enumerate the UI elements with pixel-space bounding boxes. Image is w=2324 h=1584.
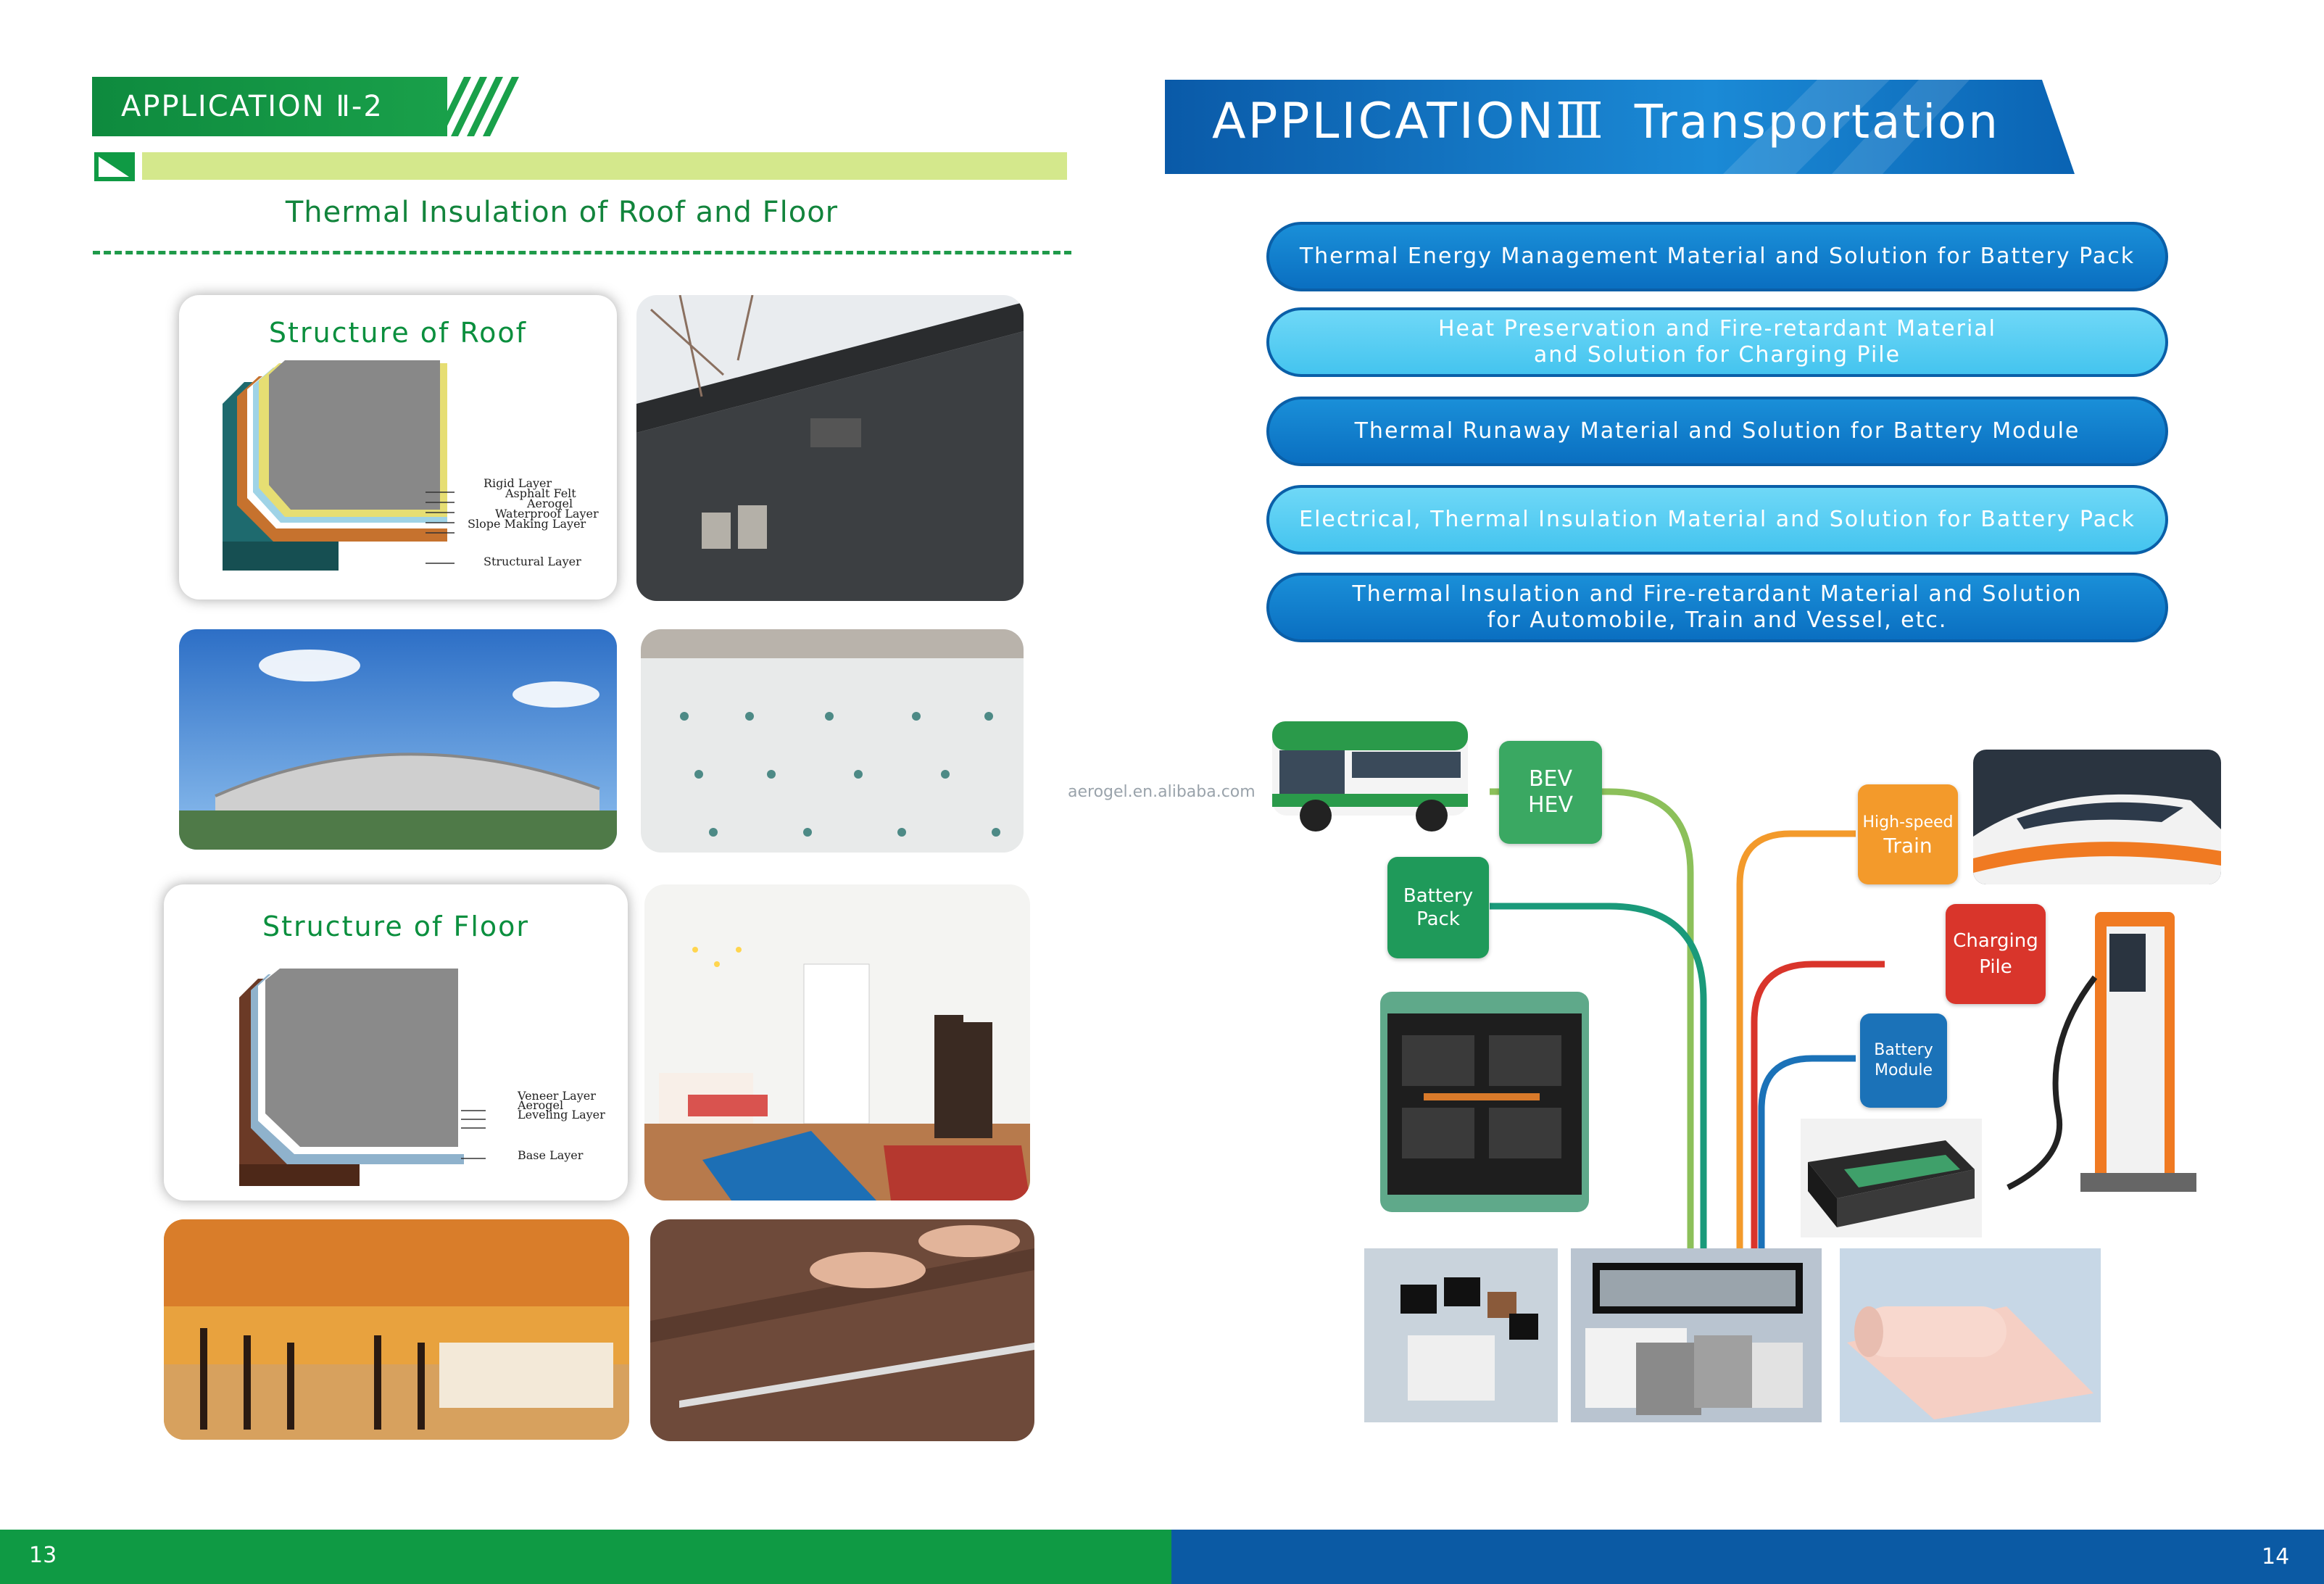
node-line: Module bbox=[1875, 1061, 1933, 1079]
footer-right bbox=[1171, 1530, 2324, 1584]
aerogel-roll-image bbox=[1840, 1248, 2101, 1422]
roof-structure-title: Structure of Roof bbox=[268, 317, 528, 349]
tag-stripes-decoration bbox=[435, 77, 519, 136]
roof-structure-card: Structure of Roof Rigid Layer Asphalt Fe… bbox=[179, 295, 617, 600]
floor-layers-diagram bbox=[239, 969, 464, 1186]
charging-pile-illustration bbox=[2006, 912, 2196, 1192]
node-line: BEV bbox=[1528, 766, 1573, 792]
battery-pack-image bbox=[1380, 992, 1589, 1212]
solution-line: Heat Preservation and Fire-retardant Mat… bbox=[1438, 316, 1996, 341]
roof-insulation-image bbox=[641, 629, 1024, 853]
solution-pill: Heat Preservation and Fire-retardant Mat… bbox=[1266, 307, 2168, 377]
node-line: High-speed bbox=[1862, 813, 1954, 832]
watermark: aerogel.en.alibaba.com bbox=[1068, 783, 1256, 801]
wood-floor-photo bbox=[650, 1219, 1034, 1441]
banner-numeral: Ⅲ bbox=[1556, 93, 1606, 150]
header-bar bbox=[142, 152, 1067, 180]
floor-layer-label: Base Layer bbox=[518, 1148, 584, 1162]
aerogel-roll-photo bbox=[1840, 1248, 2101, 1422]
node-line: Pack bbox=[1416, 908, 1460, 930]
section-tag: APPLICATION Ⅱ-2 bbox=[92, 77, 447, 136]
train-image bbox=[1973, 750, 2221, 884]
roof-layer-label: Rigid Layer bbox=[484, 476, 552, 490]
node-battery-pack: Battery Pack bbox=[1387, 857, 1489, 958]
solution-pill: Electrical, Thermal Insulation Material … bbox=[1266, 485, 2168, 555]
node-charging-pile: Charging Pile bbox=[1946, 904, 2046, 1004]
roof-leader-lines bbox=[426, 492, 455, 564]
solution-line: and Solution for Charging Pile bbox=[1533, 342, 1901, 368]
solution-line: Thermal Energy Management Material and S… bbox=[1299, 244, 2136, 269]
section-tag-label: APPLICATION Ⅱ-2 bbox=[121, 90, 383, 123]
node-battery-module: Battery Module bbox=[1860, 1013, 1947, 1108]
living-room-image bbox=[644, 884, 1030, 1201]
aerogel-felt-photo bbox=[1364, 1248, 1558, 1422]
node-line: Battery bbox=[1874, 1041, 1933, 1059]
node-high-speed-train: High-speed Train bbox=[1858, 784, 1958, 884]
stadium-image bbox=[179, 629, 617, 850]
floor-structure-card: Structure of Floor Veneer Layer Aerogel … bbox=[164, 884, 628, 1201]
node-line: Train bbox=[1883, 834, 1933, 858]
footer-left bbox=[0, 1530, 1171, 1584]
solution-pill: Thermal Insulation and Fire-retardant Ma… bbox=[1266, 573, 2168, 642]
corner-arrow-decoration bbox=[94, 152, 135, 181]
banner-title: APPLICATIONⅢ Transportation bbox=[1212, 93, 2000, 150]
stadium-photo bbox=[179, 629, 617, 850]
floor-structure-title: Structure of Floor bbox=[262, 911, 530, 942]
page-title: Thermal Insulation of Roof and Floor bbox=[285, 196, 839, 229]
node-line: HEV bbox=[1527, 792, 1574, 818]
aerogel-sheet-photo bbox=[1571, 1248, 1822, 1422]
roof-layer-label: Slope Making Layer bbox=[468, 517, 586, 531]
brick-building-image bbox=[636, 295, 1024, 601]
roof-layer-label: Structural Layer bbox=[484, 555, 581, 568]
battery-module-photo bbox=[1801, 1119, 1982, 1237]
charging-pile-image bbox=[2001, 912, 2204, 1196]
wood-floor-image bbox=[650, 1219, 1034, 1441]
train-illustration bbox=[1973, 750, 2221, 884]
page-number-right: 14 bbox=[2262, 1544, 2290, 1570]
floor-layer-label: Aerogel bbox=[518, 1098, 564, 1112]
banner-subtitle: Transportation bbox=[1634, 96, 2000, 149]
page-number-left: 13 bbox=[29, 1543, 57, 1568]
floor-leader-lines bbox=[461, 1110, 486, 1159]
hotel-lobby-image bbox=[164, 1219, 629, 1440]
solution-line: Thermal Insulation and Fire-retardant Ma… bbox=[1352, 581, 2083, 607]
battery-pack-photo bbox=[1380, 992, 1589, 1212]
solution-pill: Thermal Runaway Material and Solution fo… bbox=[1266, 397, 2168, 466]
dotted-divider bbox=[93, 251, 1071, 254]
node-line: Charging bbox=[1953, 930, 2038, 952]
hotel-lobby-photo bbox=[164, 1219, 629, 1440]
living-room-photo bbox=[644, 884, 1030, 1201]
roof-layer-label: Asphalt Felt bbox=[505, 486, 576, 500]
brick-building-photo bbox=[636, 295, 1024, 601]
solution-line: for Automobile, Train and Vessel, etc. bbox=[1487, 608, 1948, 633]
bus-illustration bbox=[1272, 721, 1468, 832]
node-line: Battery bbox=[1403, 885, 1474, 907]
floor-layer-label: Veneer Layer bbox=[518, 1089, 596, 1103]
aerogel-felt-image bbox=[1364, 1248, 1558, 1422]
roof-layer-label: Waterproof Layer bbox=[495, 507, 599, 521]
roof-insulation-photo bbox=[641, 629, 1024, 853]
roof-layers-diagram bbox=[223, 360, 447, 571]
node-line: Pile bbox=[1979, 956, 2012, 978]
aerogel-sheet-image bbox=[1571, 1248, 1822, 1422]
battery-module-image bbox=[1801, 1119, 1982, 1237]
node-bev-hev: BEV HEV bbox=[1499, 741, 1602, 844]
floor-layer-label: Leveling Layer bbox=[518, 1108, 605, 1121]
solution-line: Electrical, Thermal Insulation Material … bbox=[1299, 507, 2136, 532]
section-banner bbox=[1165, 80, 2075, 174]
banner-main: APPLICATION bbox=[1212, 93, 1556, 150]
connector-lines bbox=[1490, 788, 1885, 1254]
roof-layer-label: Aerogel bbox=[527, 497, 573, 510]
solution-line: Thermal Runaway Material and Solution fo… bbox=[1354, 418, 2080, 444]
bus-image bbox=[1258, 707, 1475, 845]
solution-pill: Thermal Energy Management Material and S… bbox=[1266, 222, 2168, 291]
